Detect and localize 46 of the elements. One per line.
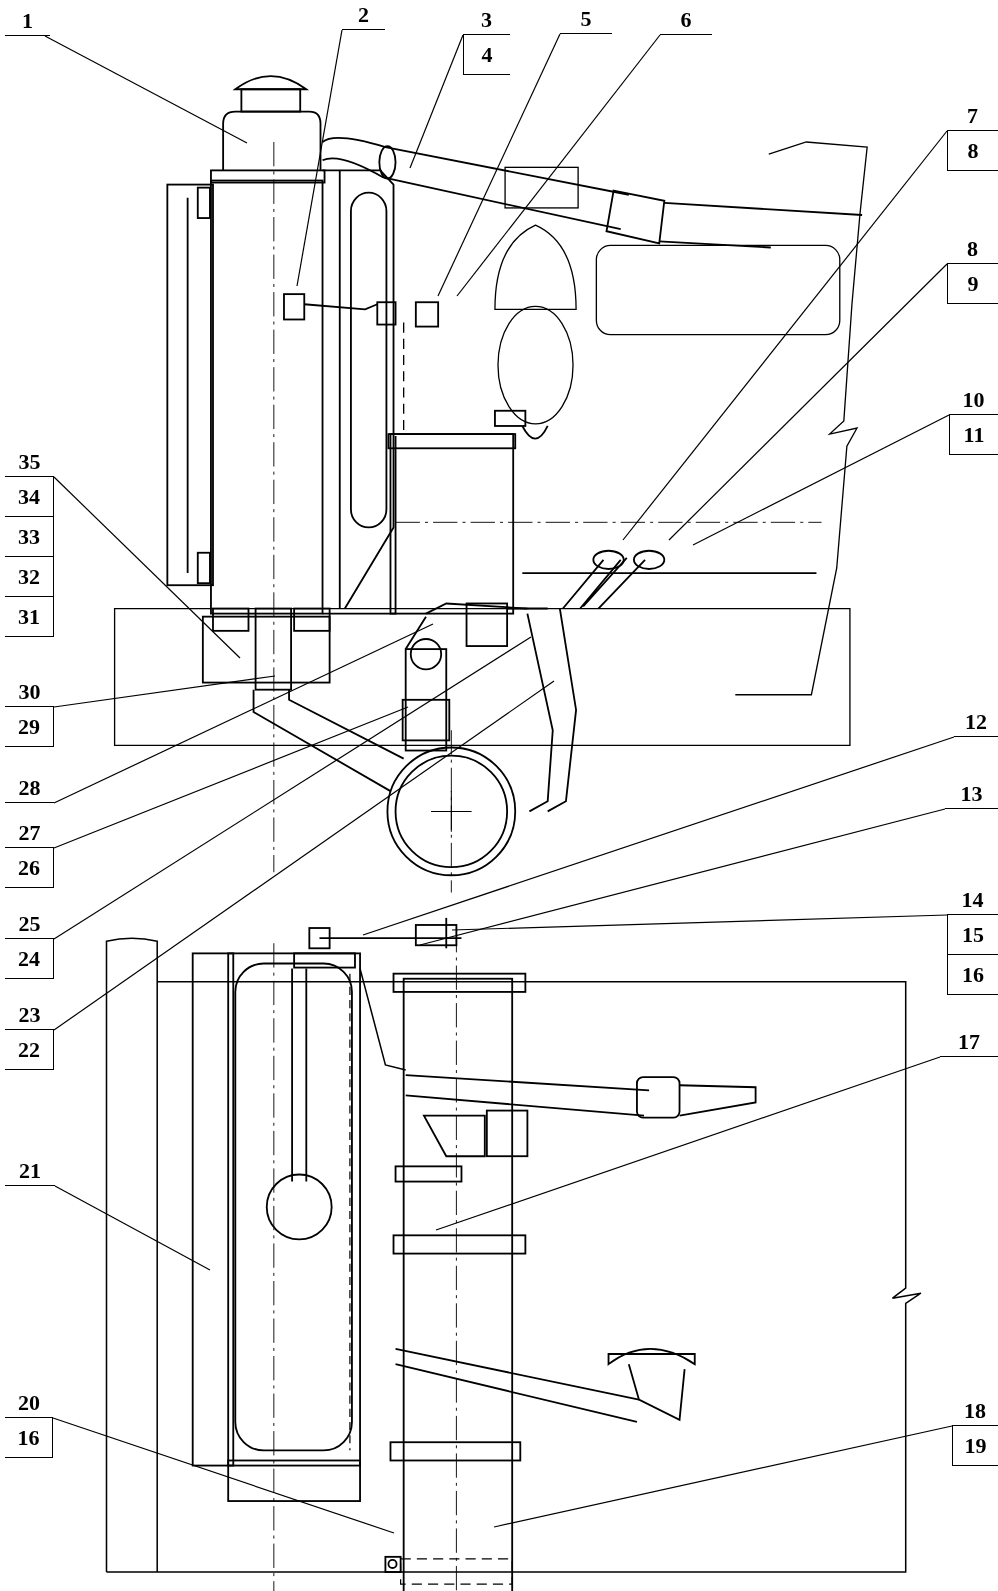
callout-number: 13 xyxy=(945,779,998,809)
leader-line xyxy=(409,34,464,169)
callout-number: 2 xyxy=(342,0,385,30)
callout-number: 5 xyxy=(560,4,612,34)
callout-number: 24 xyxy=(5,939,54,979)
callout-number: 16 xyxy=(5,1418,53,1458)
leader-line xyxy=(53,476,241,659)
leader-line xyxy=(53,675,276,708)
callout-number: 32 xyxy=(5,557,54,597)
callout-number: 22 xyxy=(5,1030,54,1070)
callout-number: 29 xyxy=(5,707,54,747)
callout-number: 28 xyxy=(5,773,54,803)
leader-line xyxy=(53,636,532,940)
callout-number: 31 xyxy=(5,597,54,637)
callout-number: 8 xyxy=(947,131,998,171)
callout-number: 15 xyxy=(947,915,998,955)
callout-number: 33 xyxy=(5,517,54,557)
callout-number: 21 xyxy=(5,1156,55,1186)
leader-line xyxy=(437,33,561,297)
leader-line xyxy=(622,130,948,541)
callout-number: 4 xyxy=(463,35,510,75)
leader-line xyxy=(435,1056,941,1231)
leader-line xyxy=(362,736,955,936)
callout-number: 17 xyxy=(940,1027,998,1057)
callout-number: 26 xyxy=(5,848,54,888)
leader-line xyxy=(668,263,948,541)
leader-line xyxy=(53,706,409,849)
leader-line xyxy=(296,29,343,287)
leader-line xyxy=(52,1417,395,1534)
leader-line xyxy=(44,35,248,144)
leader-line xyxy=(53,623,434,804)
callout-number: 19 xyxy=(952,1426,998,1466)
callout-number: 6 xyxy=(660,5,712,35)
callout-number: 16 xyxy=(947,955,998,995)
leader-line xyxy=(456,34,661,297)
callout-number: 34 xyxy=(5,477,54,517)
leader-line xyxy=(419,808,946,946)
callout-number: 11 xyxy=(949,415,998,455)
leader-line xyxy=(53,680,555,1031)
leader-line xyxy=(692,414,950,546)
callout-number: 9 xyxy=(947,264,998,304)
leader-line xyxy=(54,1185,211,1271)
leader-line xyxy=(493,1425,953,1528)
leader-line xyxy=(451,914,948,931)
callout-number: 12 xyxy=(954,707,998,737)
callout-number: 1 xyxy=(5,6,50,36)
